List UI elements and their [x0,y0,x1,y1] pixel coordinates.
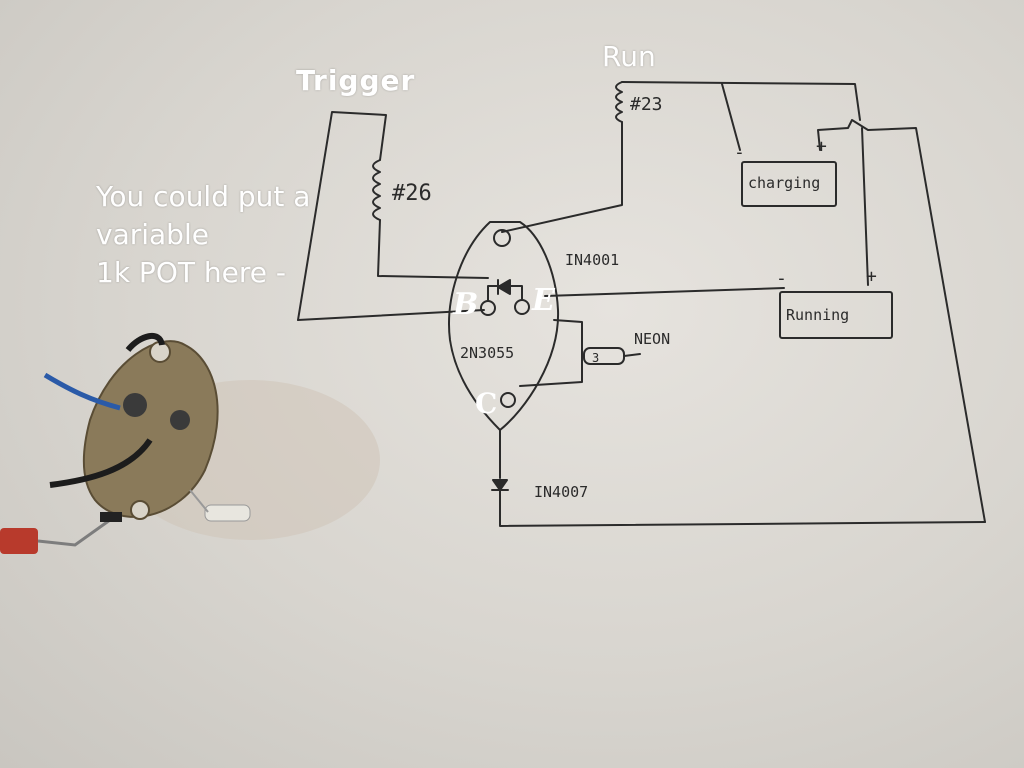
running-minus: - [776,268,787,289]
trigger-coil [372,159,381,221]
pot-note-line-2: variable [96,218,209,251]
diode-bottom-label: IN4007 [534,483,588,501]
run-to-collector [501,121,623,233]
transistor-outline [448,221,560,431]
charging-to-running [861,127,869,286]
neon-wire [519,319,583,387]
run-label: Run [602,40,656,73]
neon-label: NEON [634,330,670,348]
neon-bulb [583,347,625,365]
component-lead [37,518,111,547]
charging-minus: - [734,142,745,163]
pot-note-line-3: 1k POT here - [96,256,286,289]
pin-e-label: E [532,283,555,318]
pin-b-label: B [453,287,479,322]
trigger-to-base [377,219,489,279]
emitter-pin [514,299,530,315]
pin-c-label: C [475,387,498,420]
neon-physical [204,504,251,522]
bottom-return [499,489,986,527]
collector-pin-top [493,229,511,247]
coil-trigger-label: #26 [392,181,432,206]
emitter-to-running [544,287,785,297]
charging-wire-neg [721,83,741,151]
neon-pin-label: 3 [592,351,599,365]
base-wire [297,309,485,321]
run-wire-top [621,81,861,121]
diode-be-symbol [497,279,511,295]
blue-wire [43,372,121,411]
charging-label: charging [748,174,820,192]
base-pin [480,300,496,316]
black-wire-top [125,333,165,353]
collector-pin [500,392,516,408]
pot-note: You could put a variable 1k POT here - [96,178,310,292]
neon-tail [623,353,641,357]
diode-top-label: IN4001 [565,251,619,269]
running-label: Running [786,306,849,324]
coil-run-label: #23 [630,94,663,115]
trigger-label: Trigger [296,64,416,97]
running-plus: + [866,266,877,287]
run-coil [615,81,623,123]
charging-wire-pos [817,119,986,523]
diode-bottom-symbol [491,479,509,491]
battery-charging [741,161,837,207]
battery-running [779,291,893,339]
assembled-circuit-photo [0,333,380,554]
diode-physical [100,512,122,522]
charging-plus: + [816,136,827,157]
trigger-wire [297,111,387,321]
transistor-label: 2N3055 [460,344,514,362]
black-wire-bottom [49,438,153,488]
pot-note-line-1: You could put a [96,180,311,213]
red-component [0,528,38,554]
